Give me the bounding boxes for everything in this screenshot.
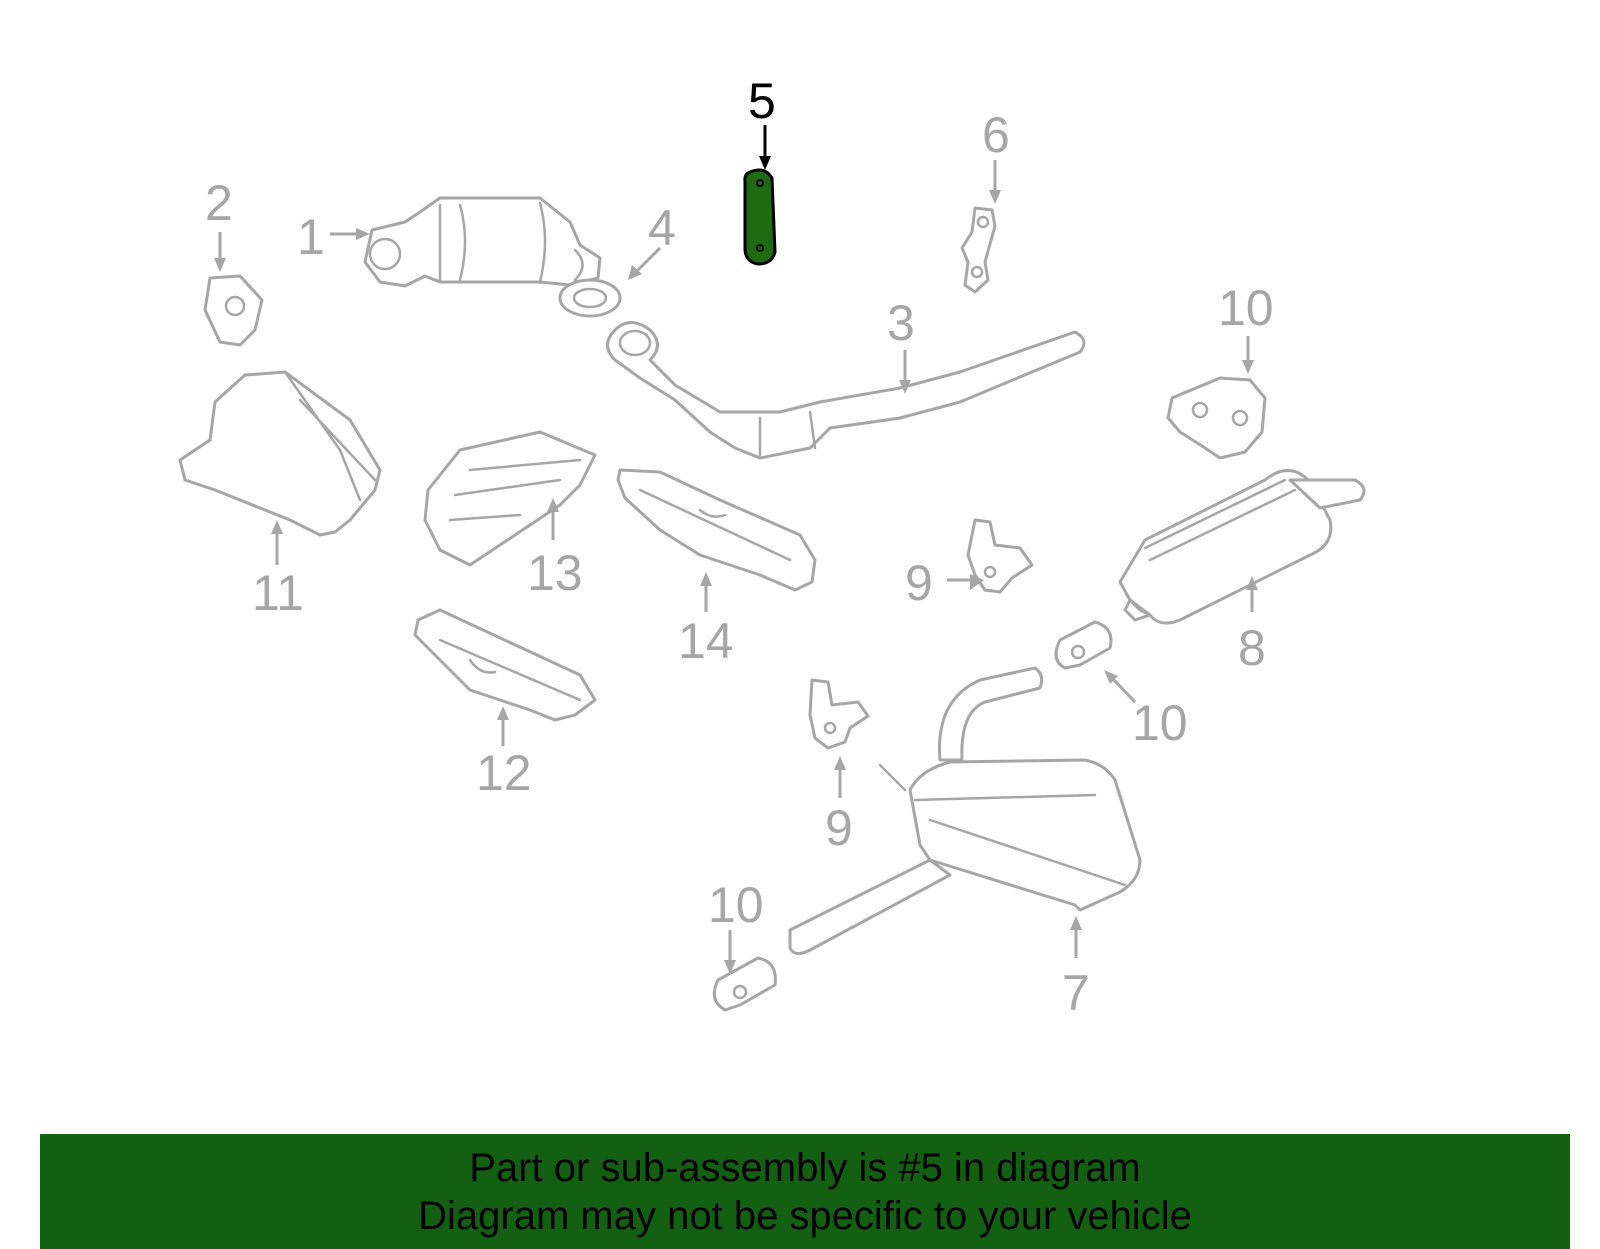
part-10-clamp-middle[interactable]: [1054, 620, 1113, 670]
part-2-gasket[interactable]: [203, 274, 264, 347]
callout-5: 5: [748, 73, 776, 129]
part-12-heat-shield[interactable]: [413, 608, 597, 722]
callout-11: 11: [252, 565, 304, 621]
callout-13: 13: [527, 545, 583, 601]
part-14-heat-shield[interactable]: [616, 468, 817, 592]
part-13-heat-shield[interactable]: [423, 430, 597, 567]
part-7-center-muffler[interactable]: [788, 666, 1142, 955]
callout-9-upper: 9: [905, 555, 933, 611]
callout-12: 12: [476, 745, 532, 801]
part-6-bracket[interactable]: [960, 206, 997, 294]
callout-6: 6: [982, 107, 1010, 163]
callout-8: 8: [1238, 620, 1266, 676]
part-4-flange-gasket[interactable]: [558, 278, 622, 318]
part-11-heat-shield[interactable]: [178, 370, 382, 537]
part-10-clamp-lower[interactable]: [712, 956, 777, 1012]
callout-4: 4: [648, 200, 676, 256]
part-9-hanger-lower[interactable]: [808, 678, 870, 750]
banner-line-part-info: Part or sub-assembly is #5 in diagram: [469, 1146, 1141, 1190]
part-10-insulator-top[interactable]: [1166, 376, 1267, 460]
callout-1: 1: [297, 209, 325, 265]
part-9-hanger-upper[interactable]: [966, 518, 1034, 594]
callout-10-middle: 10: [1132, 695, 1188, 751]
callout-2: 2: [205, 175, 233, 231]
leader-arrows: [214, 125, 1258, 974]
part-8-rear-muffler[interactable]: [1118, 469, 1366, 625]
part-5-hanger-strap[interactable]: [743, 168, 777, 266]
callout-10-top: 10: [1218, 280, 1274, 336]
callout-10-lower: 10: [708, 877, 764, 933]
part-3-front-pipe[interactable]: [606, 321, 1086, 460]
callout-9-lower: 9: [825, 800, 853, 856]
part-1-catalytic-converter[interactable]: [363, 196, 602, 288]
banner-line-disclaimer: Diagram may not be specific to your vehi…: [418, 1194, 1192, 1238]
callout-labels: 1 2 3 4 5 6 7 8 9 9 10 10 10 11 12 13 14: [205, 73, 1274, 1021]
callout-7: 7: [1062, 965, 1090, 1021]
callout-3: 3: [887, 295, 915, 351]
info-banner: Part or sub-assembly is #5 in diagram Di…: [40, 1134, 1570, 1249]
callout-14: 14: [678, 613, 734, 669]
